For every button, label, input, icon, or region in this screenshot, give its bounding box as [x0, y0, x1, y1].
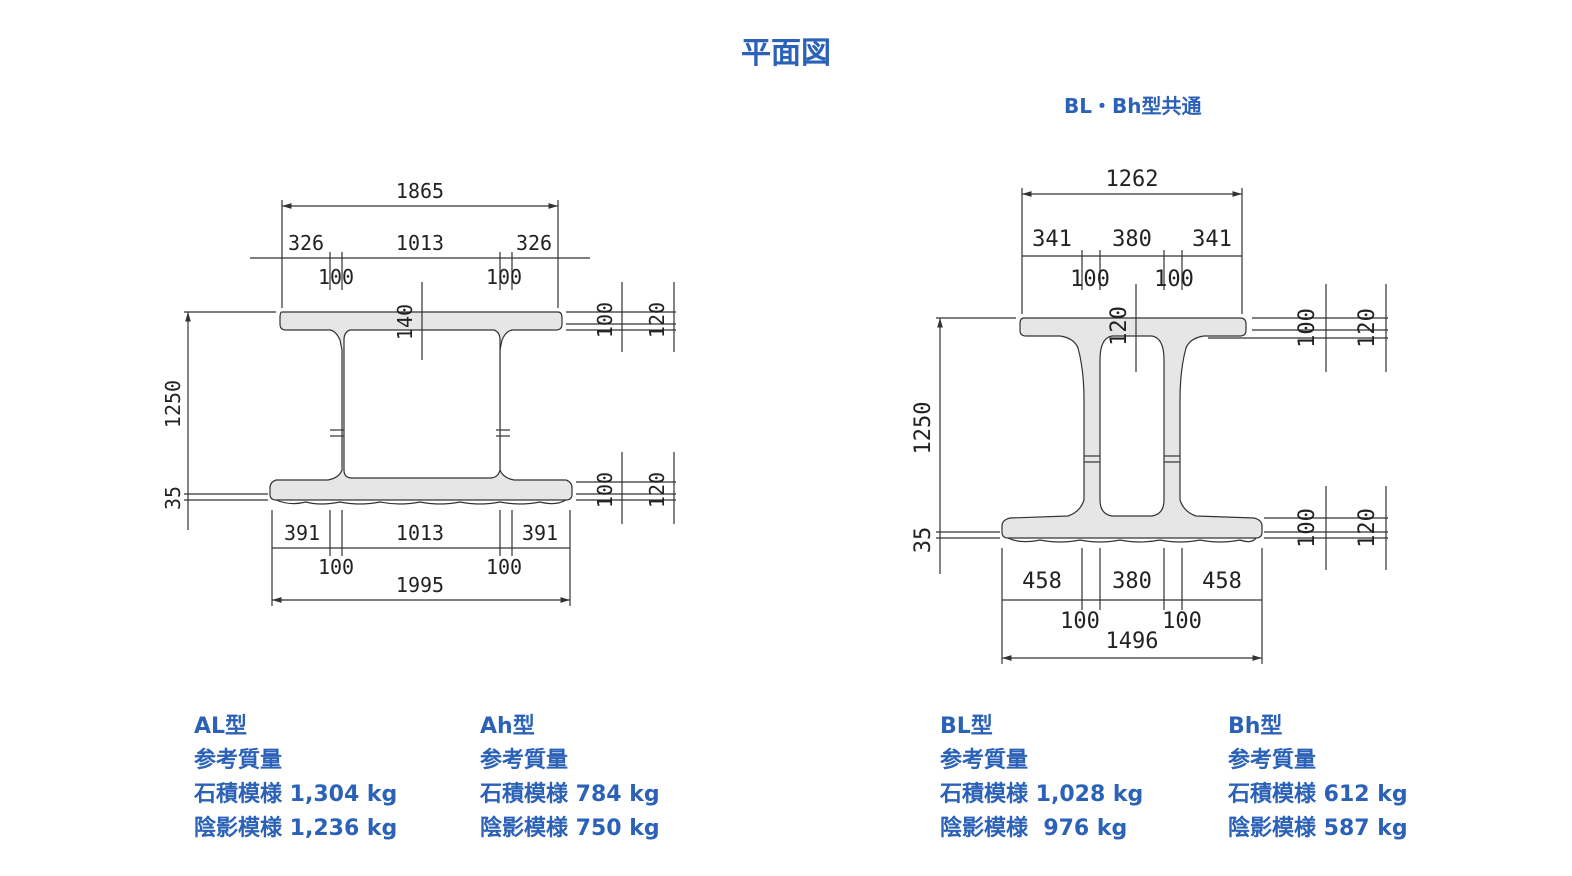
mass-stone: 石積模様 1,304 kg [194, 782, 398, 807]
left-right-top-1: 100 [593, 302, 617, 338]
right-top-c: 341 [1192, 227, 1232, 252]
left-right-bot-2: 120 [645, 472, 669, 508]
subtitle-b-types: BL・Bh型共通 [1064, 94, 1202, 118]
mass-shade: 陰影模様 1,236 kg [194, 816, 398, 841]
left-top-c: 326 [516, 231, 552, 255]
right-block-shape [1001, 317, 1263, 543]
type-name: BL型 [940, 714, 993, 739]
left-right-top-2: 120 [645, 302, 669, 338]
left-bot-gap2: 100 [486, 555, 522, 579]
type-ah-info: Ah型 参考質量 石積模様 784 kg 陰影模様 750 kg [480, 710, 660, 846]
mass-label: 参考質量 [480, 748, 569, 773]
right-top-a: 341 [1032, 227, 1072, 252]
left-height: 1250 [161, 380, 185, 428]
page-title: 平面図 [741, 36, 831, 71]
left-bot-gap1: 100 [318, 555, 354, 579]
type-al-info: AL型 参考質量 石積模様 1,304 kg 陰影模様 1,236 kg [194, 710, 397, 846]
right-bot-b: 380 [1112, 569, 1152, 594]
left-bot-b: 1013 [396, 521, 444, 545]
type-name: AL型 [194, 714, 248, 739]
mass-shade: 陰影模様 587 kg [1228, 816, 1408, 841]
right-right-top-1: 100 [1295, 308, 1320, 348]
mass-label: 参考質量 [940, 748, 1029, 773]
mass-stone: 石積模様 784 kg [480, 782, 660, 807]
left-base: 35 [161, 486, 185, 510]
mass-shade: 陰影模様 976 kg [940, 816, 1128, 841]
right-top-b: 380 [1112, 227, 1152, 252]
mass-shade: 陰影模様 750 kg [480, 816, 660, 841]
left-web-thick: 140 [393, 304, 417, 340]
right-top-total: 1262 [1106, 167, 1159, 192]
right-top-gap2: 100 [1154, 267, 1194, 292]
left-top-gap2: 100 [486, 265, 522, 289]
right-right-top-2: 120 [1355, 308, 1380, 348]
right-web-thick: 120 [1107, 306, 1132, 346]
left-block-shape [269, 311, 573, 505]
right-bot-gap2: 100 [1162, 609, 1202, 634]
right-base: 35 [911, 527, 936, 554]
left-bot-c: 391 [522, 521, 558, 545]
right-top-gap1: 100 [1070, 267, 1110, 292]
right-height: 1250 [911, 402, 936, 455]
mass-stone: 石積模様 612 kg [1228, 782, 1408, 807]
type-bh-info: Bh型 参考質量 石積模様 612 kg 陰影模様 587 kg [1228, 710, 1408, 846]
mass-label: 参考質量 [194, 748, 283, 773]
right-bot-total: 1496 [1106, 629, 1159, 654]
left-top-a: 326 [288, 231, 324, 255]
right-bot-a: 458 [1022, 569, 1062, 594]
left-top-total: 1865 [396, 179, 444, 203]
type-bl-info: BL型 参考質量 石積模様 1,028 kg 陰影模様 976 kg [940, 710, 1143, 846]
right-right-bot-1: 100 [1295, 508, 1320, 548]
type-name: Ah型 [480, 714, 535, 739]
left-top-b: 1013 [396, 231, 444, 255]
right-bot-c: 458 [1202, 569, 1242, 594]
left-top-gap1: 100 [318, 265, 354, 289]
right-right-bot-2: 120 [1355, 508, 1380, 548]
type-name: Bh型 [1228, 714, 1283, 739]
right-bot-gap1: 100 [1060, 609, 1100, 634]
mass-stone: 石積模様 1,028 kg [940, 782, 1144, 807]
mass-label: 参考質量 [1228, 748, 1317, 773]
left-right-bot-1: 100 [593, 472, 617, 508]
left-bot-total: 1995 [396, 573, 444, 597]
left-bot-a: 391 [284, 521, 320, 545]
